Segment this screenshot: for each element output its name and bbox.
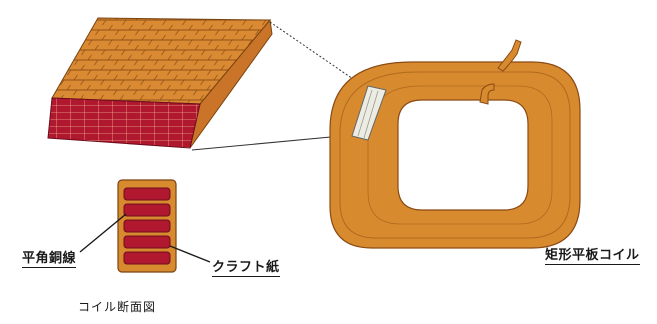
rectangular-flat-coil <box>329 39 581 249</box>
enlarged-coil-block <box>47 17 273 149</box>
coil-cross-section <box>117 179 177 273</box>
kraft-paper-label: クラフト紙 <box>212 256 280 277</box>
cross-section-label: コイル断面図 <box>78 300 157 314</box>
flat-copper-wire-label: 平角銅線 <box>22 247 77 268</box>
leader-lines <box>191 21 373 151</box>
rectangular-flat-coil-label: 矩形平板コイル <box>545 244 640 265</box>
label-pointers <box>79 213 211 263</box>
